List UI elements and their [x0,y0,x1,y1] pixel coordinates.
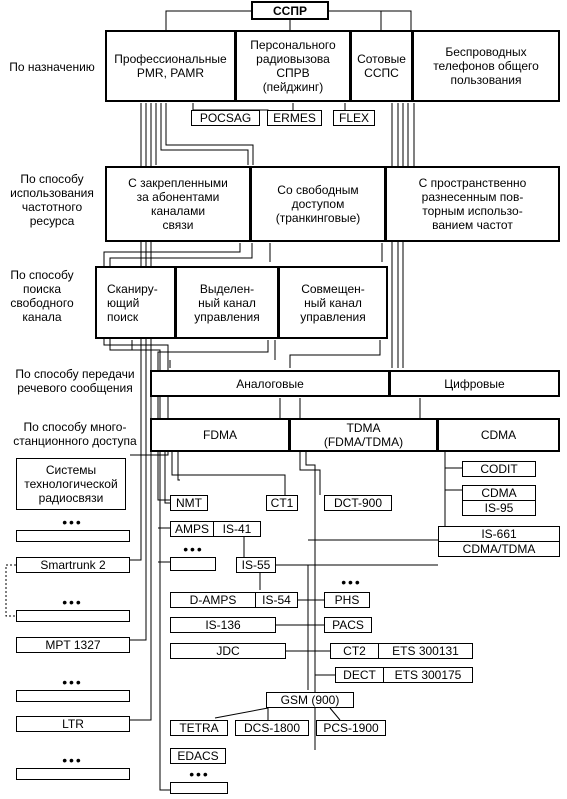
std-ct2: CT2 [330,643,379,659]
left-mpt1327: MPT 1327 [16,637,130,653]
left-tech-radio: Системы технологической радиосвязи [16,458,126,510]
std-flex: FLEX [333,110,375,126]
std-ets300175: ETS 300175 [383,667,473,683]
criterion-speech: По способу передачи речевого сообщения [15,367,135,395]
std-is661: IS-661 [438,526,560,542]
resource-free: Со свободным доступом (транкинговые) [250,166,386,242]
std-is41: IS-41 [213,521,261,537]
left-blank-1 [16,530,130,542]
std-damps: D-AMPS [170,592,256,608]
std-dct900: DCT-900 [324,495,392,511]
purpose-pmr: Профессиональные PMR, PAMR [105,30,236,102]
std-pcs1900: PCS-1900 [316,720,386,736]
std-blank-1 [170,557,216,571]
std-ellipsis-3: • • • [189,766,207,782]
purpose-paging: Персонального радиовызова СПРВ (пейджинг… [235,30,351,102]
access-tdma: TDMA (FDMA/TDMA) [289,418,438,452]
left-ellipsis-4: • • • [62,752,80,768]
left-smartrunk: Smartrunk 2 [16,557,130,573]
access-fdma: FDMA [150,418,290,452]
std-is54: IS-54 [255,592,298,608]
std-gsm: GSM (900) [266,692,354,708]
left-ellipsis-1: • • • [62,514,80,530]
std-is95: IS-95 [462,500,536,516]
search-scan: Сканиру- ющий поиск [95,266,176,339]
left-ellipsis-2: • • • [62,594,80,610]
std-is55: IS-55 [236,557,276,573]
std-cdma-tdma: CDMA/TDMA [438,541,560,557]
purpose-cordless: Беспроводных телефонов общего пользовани… [412,30,560,102]
std-nmt: NMT [170,495,208,511]
std-pocsag: POCSAG [191,110,260,126]
std-amps: AMPS [170,521,214,537]
std-pacs: PACS [324,617,372,633]
std-cdma: CDMA [462,485,536,501]
left-ellipsis-3: • • • [62,674,80,690]
left-blank-2 [16,610,130,622]
criterion-resource: По способу использования частотного ресу… [10,172,94,228]
std-ellipsis-1: • • • [183,541,201,557]
std-phs: PHS [324,592,370,608]
std-ermes: ERMES [267,110,322,126]
resource-spatial: С пространственно разнесенным пов- торны… [385,166,560,242]
speech-digital: Цифровые [389,370,560,397]
std-ct1: CT1 [266,495,298,511]
search-dedicated: Выделен- ный канал управления [175,266,279,339]
std-tetra: TETRA [170,720,228,736]
left-blank-4 [16,768,130,780]
search-combined: Совмещен- ный канал управления [278,266,388,339]
left-blank-3 [16,690,130,702]
std-dcs1800: DCS-1800 [235,720,309,736]
std-is136: IS-136 [170,617,276,633]
purpose-cellular: Сотовые ССПС [350,30,413,102]
criterion-purpose: По назначению [9,60,95,74]
access-cdma: CDMA [437,418,560,452]
resource-fixed: С закрепленными за абонентами каналами с… [105,166,251,242]
root-box: ССПР [251,1,329,20]
std-blank-2 [170,782,228,794]
left-ltr: LTR [16,716,130,732]
criterion-search: По способу поиска свободного канала [10,268,74,324]
std-edacs: EDACS [170,748,226,764]
speech-analog: Аналоговые [150,370,390,397]
std-codit: CODIT [462,461,536,477]
std-ellipsis-2: • • • [341,574,359,590]
criterion-access: По способу много- станционного доступа [13,420,137,448]
std-jdc: JDC [170,643,286,659]
std-ets300131: ETS 300131 [378,643,473,659]
std-dect: DECT [335,667,384,683]
